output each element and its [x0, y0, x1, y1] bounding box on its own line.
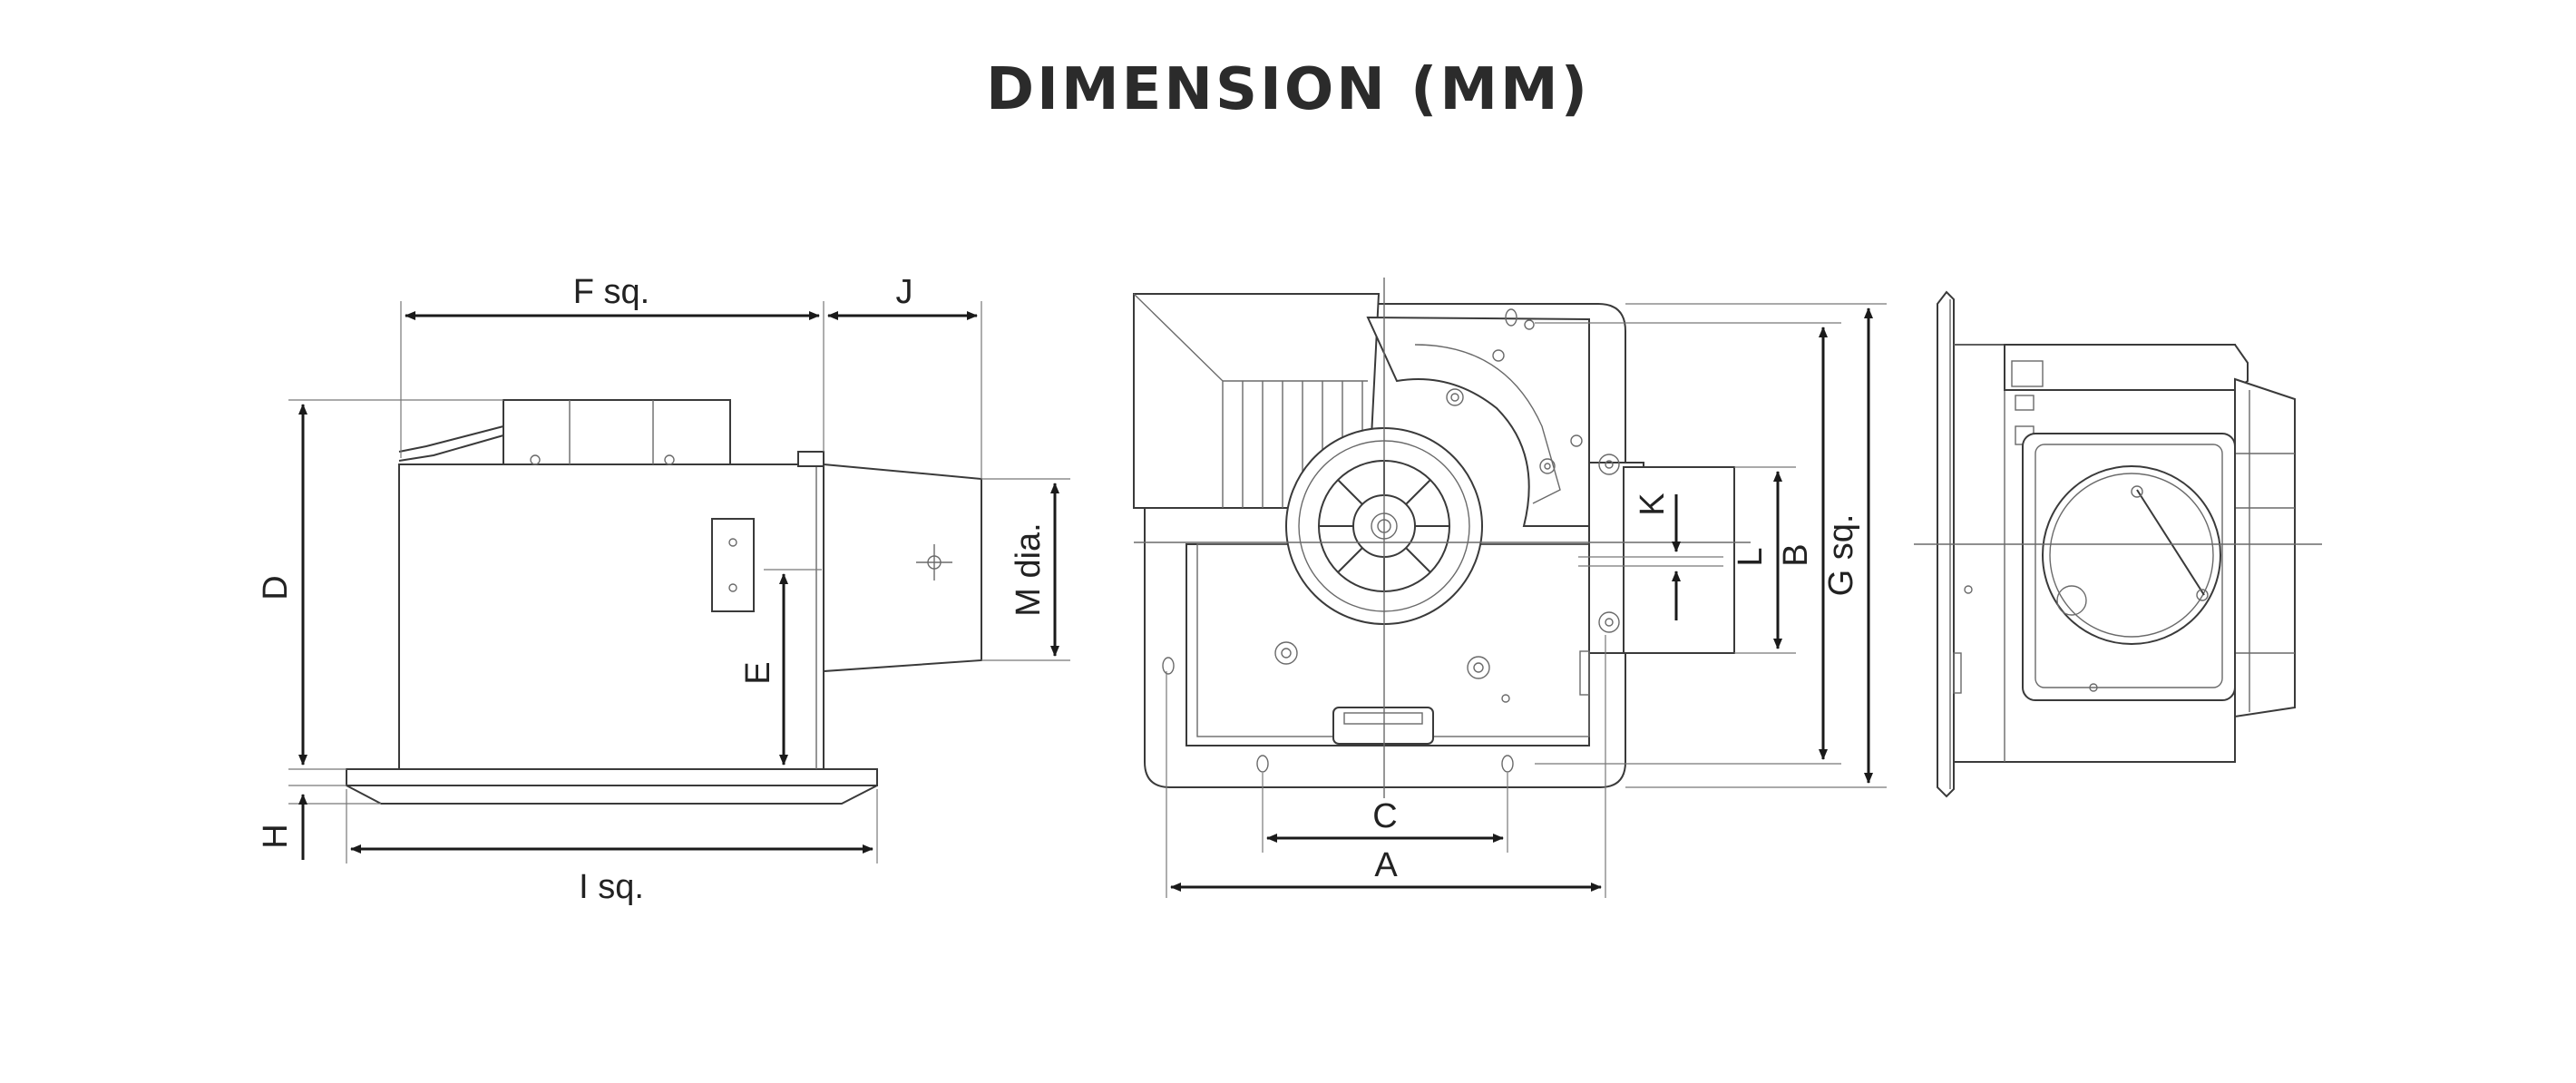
label-k: K — [1634, 493, 1672, 515]
profile-view — [1914, 290, 2322, 798]
label-c: C — [1372, 797, 1397, 835]
label-f: F sq. — [573, 273, 649, 311]
label-j: J — [896, 273, 913, 311]
terminal-plate — [711, 518, 755, 612]
label-i: I sq. — [579, 868, 644, 906]
junction-box — [503, 399, 731, 465]
ceiling-panel — [346, 768, 878, 786]
label-d: D — [257, 575, 295, 600]
damper-ring — [2042, 465, 2221, 645]
label-a: A — [1374, 846, 1398, 884]
diagram-title: DIMENSION (MM) — [986, 56, 1590, 123]
label-h: H — [257, 824, 295, 848]
duct-adapter — [823, 463, 982, 673]
label-e: E — [739, 661, 777, 684]
side-view: F sq. J D E M dia. H I sq. — [257, 273, 1070, 906]
label-m: M dia. — [1010, 522, 1048, 616]
label-g: G sq. — [1822, 514, 1860, 597]
bottom-view: K L B G sq. C A — [1133, 278, 1887, 898]
label-b: B — [1777, 543, 1815, 566]
grille-handle — [1332, 707, 1434, 745]
fan-housing — [398, 463, 825, 770]
label-l: L — [1732, 547, 1770, 566]
